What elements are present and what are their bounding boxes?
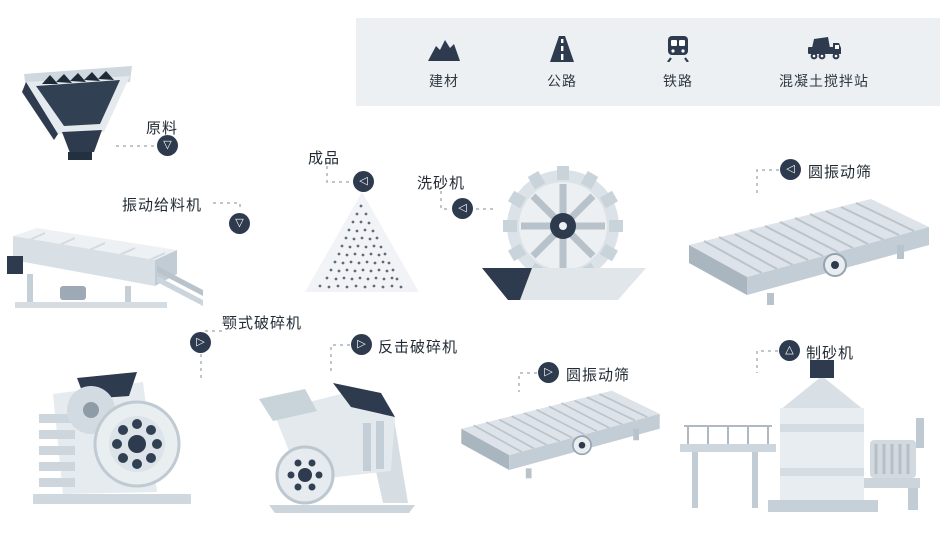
label-raw-material: 原料: [146, 120, 179, 137]
arrow-badge-left-icon: ◁: [353, 171, 374, 192]
highway-icon: [547, 34, 577, 62]
banner-item-label: 公路: [547, 72, 577, 89]
banner-item-label: 建材: [429, 72, 459, 89]
banner-item-label: 混凝土搅拌站: [779, 72, 869, 89]
label-sand-washer: 洗砂机: [417, 175, 466, 192]
arrow-badge-down-icon: ▽: [157, 135, 178, 156]
railway-icon: [664, 34, 692, 62]
arrow-badge-left-icon: ◁: [452, 198, 473, 219]
arrow-badge-left-icon: ◁: [780, 159, 801, 180]
banner-item-highway: 公路: [547, 34, 577, 91]
sand-maker-illustration: [672, 348, 932, 520]
vibrating-feeder-illustration: [5, 208, 210, 313]
arrow-badge-right-icon: ▷: [351, 334, 372, 355]
label-circular-vibrating-screen-bottom: 圆振动筛: [566, 367, 631, 384]
building-materials-icon: [427, 34, 461, 62]
arrow-badge-down-icon: ▽: [229, 213, 250, 234]
label-sand-maker: 制砂机: [806, 345, 855, 362]
label-circular-vibrating-screen-top: 圆振动筛: [808, 164, 873, 181]
sand-washer-illustration: [468, 166, 658, 303]
arrow-badge-up-icon: △: [779, 340, 800, 361]
application-banner: 建材 公路 铁路 混凝土搅拌站: [356, 18, 940, 106]
banner-item-label: 铁路: [663, 72, 693, 89]
finished-product-pile-illustration: [303, 186, 421, 298]
label-finished-product: 成品: [308, 150, 341, 167]
impact-crusher-illustration: [243, 353, 428, 515]
arrow-badge-right-icon: ▷: [190, 332, 211, 353]
circular-vibrating-screen-bottom-illustration: [458, 376, 663, 488]
jaw-crusher-illustration: [25, 352, 200, 512]
banner-item-concrete-mixing-plant: 混凝土搅拌站: [779, 34, 869, 91]
concrete-mixing-plant-icon: [806, 34, 842, 62]
label-jaw-crusher: 颚式破碎机: [222, 315, 303, 332]
arrow-badge-right-icon: ▷: [538, 362, 559, 383]
label-impact-crusher: 反击破碎机: [378, 339, 459, 356]
banner-item-building-materials: 建材: [427, 34, 461, 91]
label-vibrating-feeder: 振动给料机: [122, 197, 203, 214]
circular-vibrating-screen-top-illustration: [685, 193, 933, 305]
banner-item-railway: 铁路: [663, 34, 693, 91]
raw-material-hopper-illustration: [18, 58, 138, 163]
